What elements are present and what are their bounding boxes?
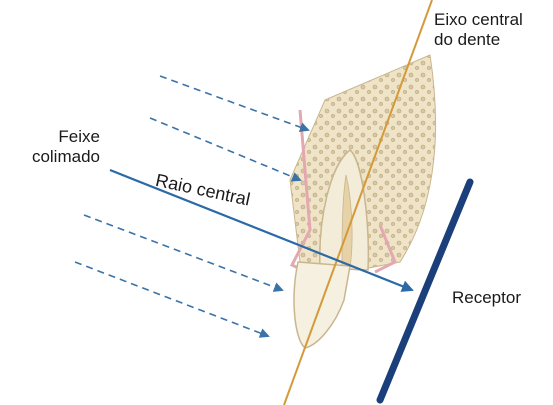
beam-arrow [75, 262, 268, 336]
receptor-label: Receptor [452, 288, 521, 308]
tooth-crown [294, 262, 350, 348]
tooth-axis-label-line1: Eixo central [434, 10, 523, 30]
beam-label-line1: Feixe [8, 127, 100, 147]
beam-arrow [150, 118, 300, 180]
beam-arrow [160, 76, 308, 130]
beam-label-line2: colimado [8, 147, 100, 167]
tooth-axis-label-line2: do dente [434, 30, 523, 50]
collimated-beam-label: Feixe colimado [8, 127, 100, 167]
tooth-axis-label: Eixo central do dente [434, 10, 523, 50]
